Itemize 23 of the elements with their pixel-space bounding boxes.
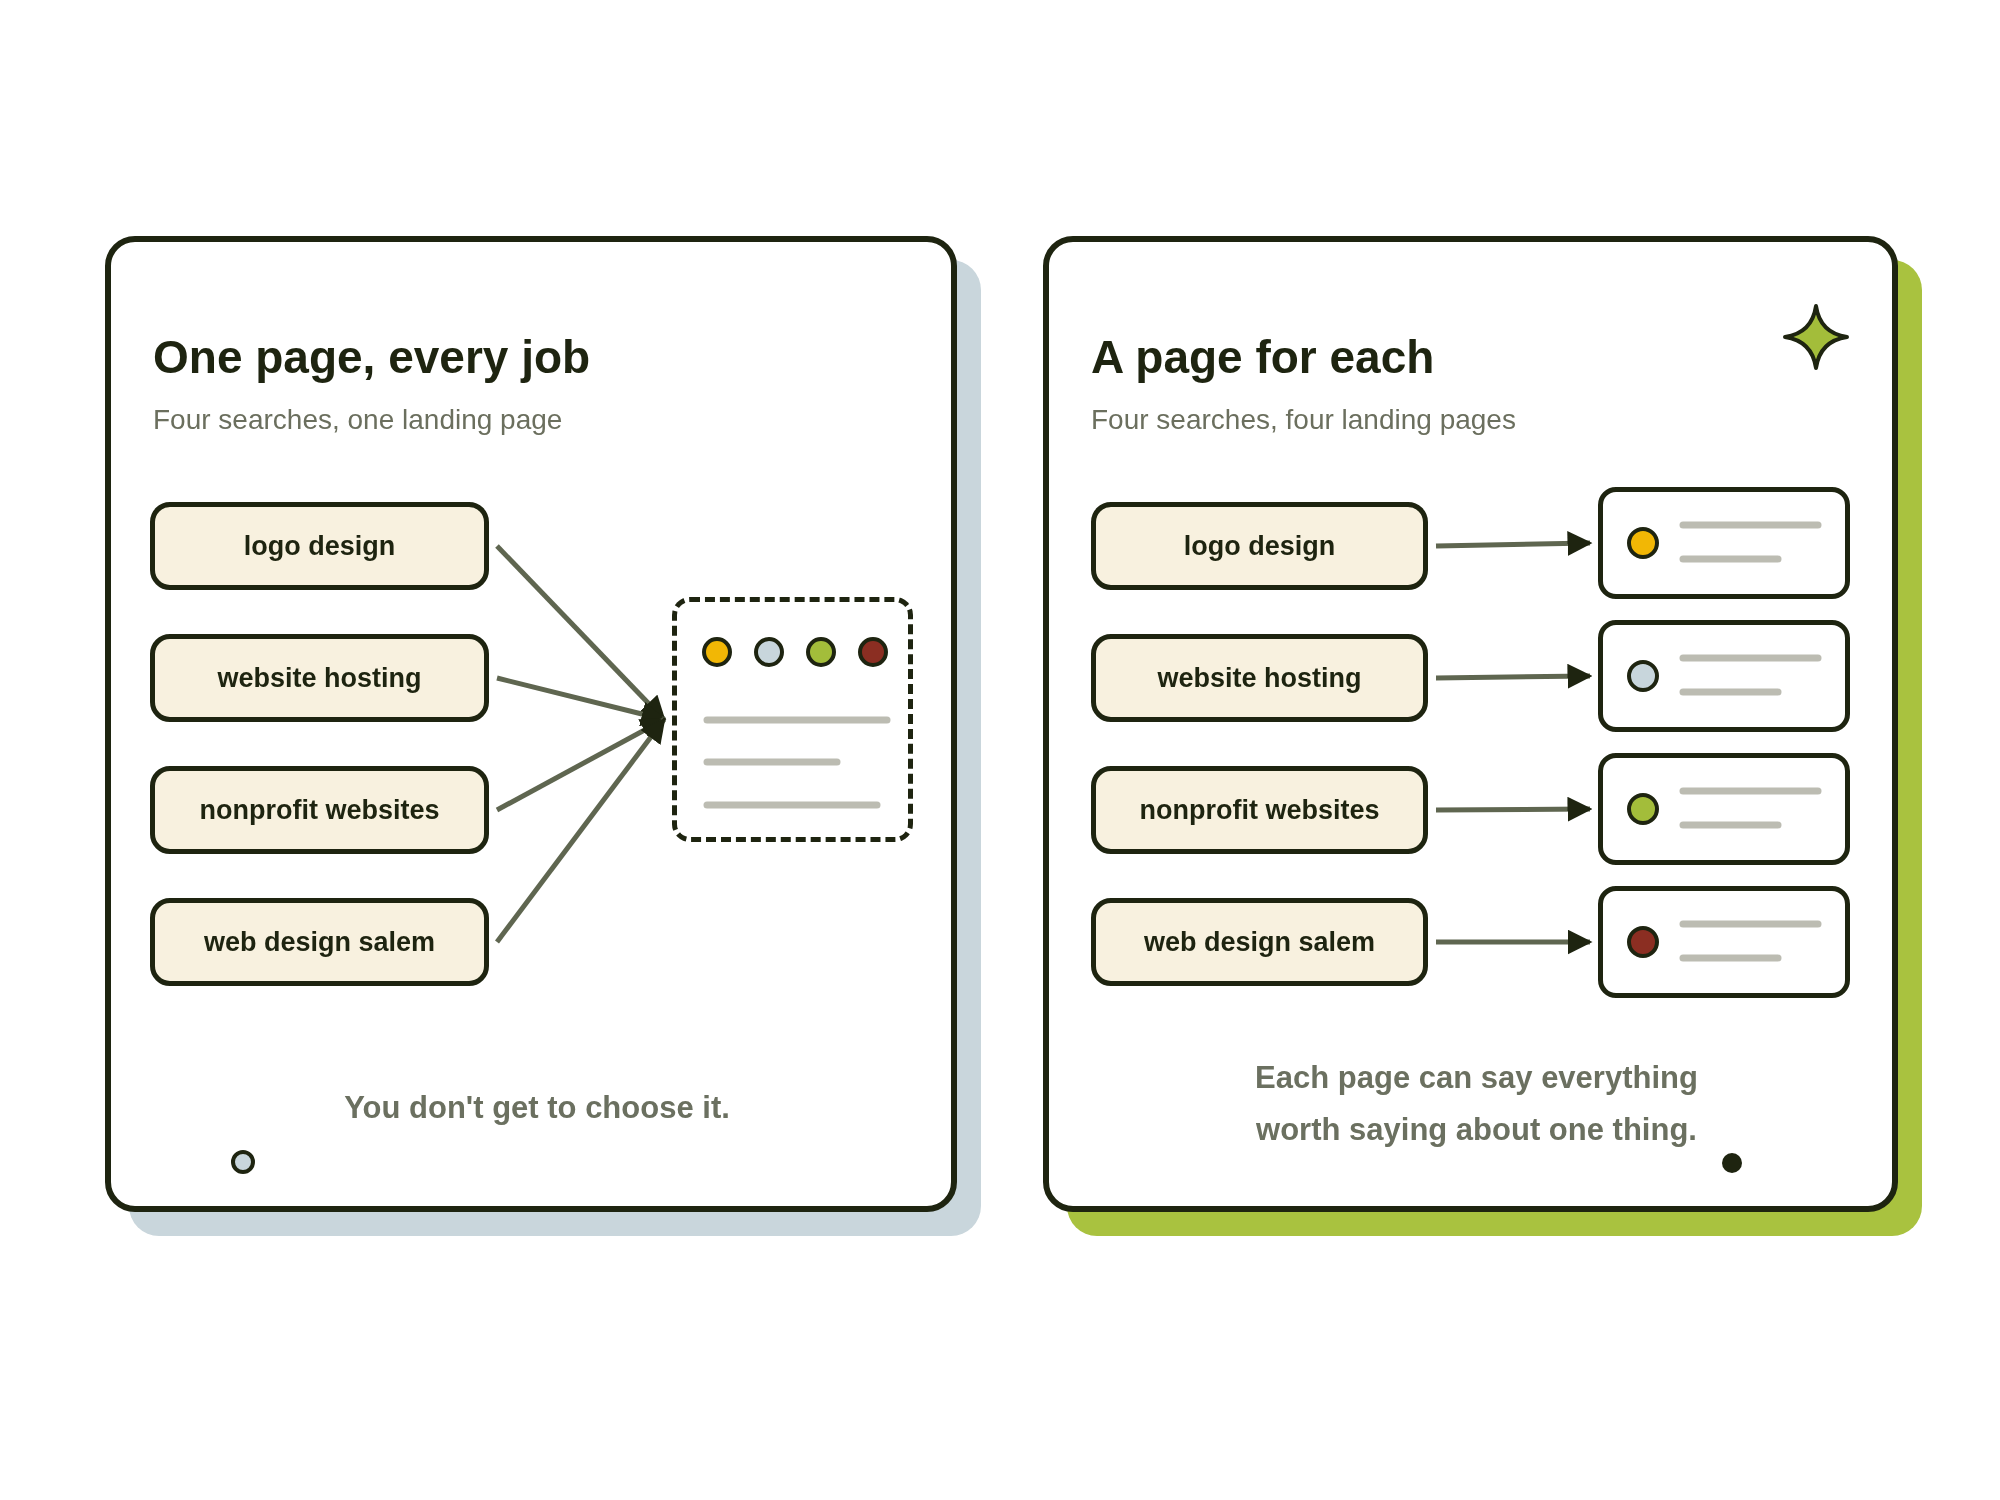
- card-title: A page for each: [1091, 330, 1435, 384]
- panel-card: [1043, 236, 1898, 1212]
- search-term-pill: nonprofit websites: [150, 766, 489, 854]
- search-term-pill: website hosting: [150, 634, 489, 722]
- arrow: [1435, 663, 1593, 689]
- panel-card: [105, 236, 957, 1212]
- search-term-pill: logo design: [150, 502, 489, 590]
- arrow: [495, 717, 667, 813]
- search-term-pill: web design salem: [1091, 898, 1428, 986]
- search-term-pill: nonprofit websites: [1091, 766, 1428, 854]
- search-term-pill: website hosting: [1091, 634, 1428, 722]
- arrow: [1436, 796, 1593, 822]
- card-title: One page, every job: [153, 330, 591, 384]
- arrow: [1435, 530, 1593, 556]
- search-term-pill: web design salem: [150, 898, 489, 986]
- card-subtitle: Four searches, four landing pages: [1091, 404, 1516, 436]
- arrow: [496, 675, 667, 727]
- search-term-pill: logo design: [1091, 502, 1428, 590]
- arrow: [1436, 929, 1593, 955]
- card-caption: You don't get to choose it.: [343, 1089, 731, 1127]
- arrow: [495, 717, 666, 944]
- card-caption: Each page can say everything worth saying about one thing.: [1254, 1059, 1699, 1149]
- card-subtitle: Four searches, one landing page: [153, 404, 563, 436]
